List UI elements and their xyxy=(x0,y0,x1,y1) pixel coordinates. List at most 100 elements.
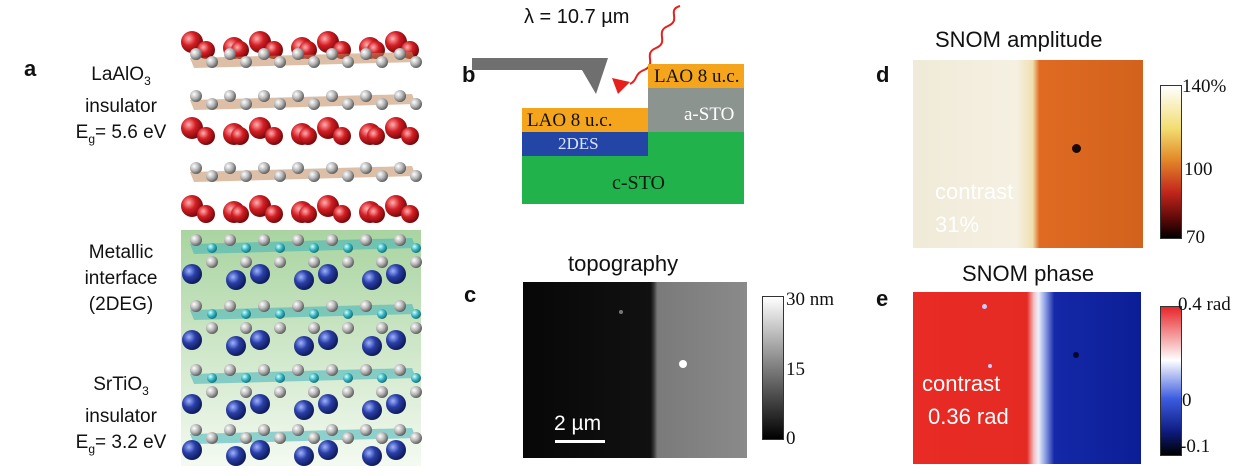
c-sto-label: c-STO xyxy=(612,172,665,194)
aluminum-atom xyxy=(308,170,320,182)
phase-cb-min: -0.1 xyxy=(1180,436,1211,457)
topography-particle xyxy=(679,360,687,368)
oxygen-atom xyxy=(401,127,419,145)
aluminum-atom xyxy=(206,98,218,110)
titanium-oxygen-atom xyxy=(360,364,372,376)
topography-cb-min: 0 xyxy=(786,428,796,449)
amplitude-contrast-line1: contrast xyxy=(935,179,1014,204)
titanium-atom xyxy=(207,373,217,383)
oxygen-atom xyxy=(240,432,252,444)
aluminum-atom xyxy=(274,170,286,182)
oxygen-atom xyxy=(265,127,283,145)
aluminum-atom xyxy=(224,162,236,174)
strontium-atom xyxy=(226,336,246,356)
scalebar-line xyxy=(555,440,605,443)
sto-gap: Eg= 3.2 eV xyxy=(75,431,167,456)
amplitude-cb-min: 70 xyxy=(1186,227,1205,248)
titanium-atom xyxy=(411,243,421,253)
sto-name: SrTiO3 xyxy=(93,374,149,398)
lao-right-layer xyxy=(648,64,744,88)
aluminum-atom xyxy=(376,56,388,68)
phase-contrast-line1: contrast xyxy=(922,371,1001,396)
oxygen-atom xyxy=(274,322,286,334)
oxygen-atom xyxy=(308,322,320,334)
oxygen-atom xyxy=(410,322,422,334)
panel-c-label: c xyxy=(464,282,477,307)
titanium-oxygen-atom xyxy=(258,364,270,376)
aluminum-atom xyxy=(326,90,338,102)
oxygen-atom xyxy=(299,205,317,223)
lao-name: LaAlO3 xyxy=(91,64,151,88)
aluminum-atom xyxy=(308,56,320,68)
wavelength-label: λ = 10.7 µm xyxy=(524,6,630,28)
oxygen-atom xyxy=(240,322,252,334)
oxygen-atom xyxy=(206,432,218,444)
titanium-oxygen-atom xyxy=(360,300,372,312)
titanium-oxygen-atom xyxy=(394,424,406,436)
phase-contrast-line2: 0.36 rad xyxy=(928,404,1009,429)
topography-cb-max: 30 nm xyxy=(786,289,835,310)
titanium-oxygen-atom xyxy=(394,364,406,376)
strontium-atom xyxy=(250,394,270,414)
titanium-atom xyxy=(343,373,353,383)
afm-cantilever xyxy=(472,58,608,94)
oxygen-atom xyxy=(265,205,283,223)
oxygen-atom xyxy=(367,205,385,223)
aluminum-atom xyxy=(206,56,218,68)
titanium-oxygen-atom xyxy=(190,234,202,246)
aluminum-atom xyxy=(274,56,286,68)
titanium-oxygen-atom xyxy=(360,234,372,246)
strontium-atom xyxy=(386,264,406,284)
oxygen-atom xyxy=(333,205,351,223)
titanium-oxygen-atom xyxy=(292,234,304,246)
titanium-atom xyxy=(343,243,353,253)
titanium-oxygen-atom xyxy=(292,424,304,436)
strontium-atom xyxy=(318,330,338,350)
titanium-oxygen-atom xyxy=(224,364,236,376)
titanium-oxygen-atom xyxy=(258,424,270,436)
aluminum-atom xyxy=(410,98,422,110)
lao-right-label: LAO 8 u.c. xyxy=(654,66,740,87)
titanium-atom xyxy=(411,373,421,383)
aluminum-atom xyxy=(274,98,286,110)
titanium-oxygen-atom xyxy=(326,300,338,312)
titanium-atom xyxy=(411,309,421,319)
strontium-atom xyxy=(182,394,202,414)
aluminum-atom xyxy=(342,56,354,68)
aluminum-atom xyxy=(360,48,372,60)
topography-cb-mid: 15 xyxy=(786,359,805,380)
oxygen-atom xyxy=(410,256,422,268)
aluminum-atom xyxy=(326,48,338,60)
titanium-oxygen-atom xyxy=(292,364,304,376)
strontium-atom xyxy=(294,336,314,356)
titanium-oxygen-atom xyxy=(224,300,236,312)
aluminum-atom xyxy=(240,98,252,110)
aluminum-atom xyxy=(224,48,236,60)
strontium-atom xyxy=(250,440,270,460)
topography-title: topography xyxy=(568,251,679,276)
titanium-oxygen-atom xyxy=(258,234,270,246)
light-arrowhead xyxy=(612,78,630,94)
strontium-atom xyxy=(386,394,406,414)
oxygen-atom xyxy=(197,127,215,145)
oxygen-atom xyxy=(376,386,388,398)
strontium-atom xyxy=(250,330,270,350)
strontium-atom xyxy=(250,264,270,284)
aluminum-atom xyxy=(224,90,236,102)
oxygen-atom xyxy=(342,386,354,398)
titanium-oxygen-atom xyxy=(360,424,372,436)
aluminum-atom xyxy=(394,90,406,102)
titanium-atom xyxy=(275,243,285,253)
panel-d-label: d xyxy=(876,62,890,87)
oxygen-atom xyxy=(206,322,218,334)
oxygen-atom xyxy=(401,205,419,223)
strontium-atom xyxy=(226,400,246,420)
oxygen-atom xyxy=(240,386,252,398)
aluminum-atom xyxy=(240,56,252,68)
oxygen-atom xyxy=(376,322,388,334)
oxygen-atom xyxy=(410,432,422,444)
oxygen-atom xyxy=(410,386,422,398)
oxygen-atom xyxy=(342,322,354,334)
strontium-atom xyxy=(182,330,202,350)
aluminum-atom xyxy=(410,170,422,182)
